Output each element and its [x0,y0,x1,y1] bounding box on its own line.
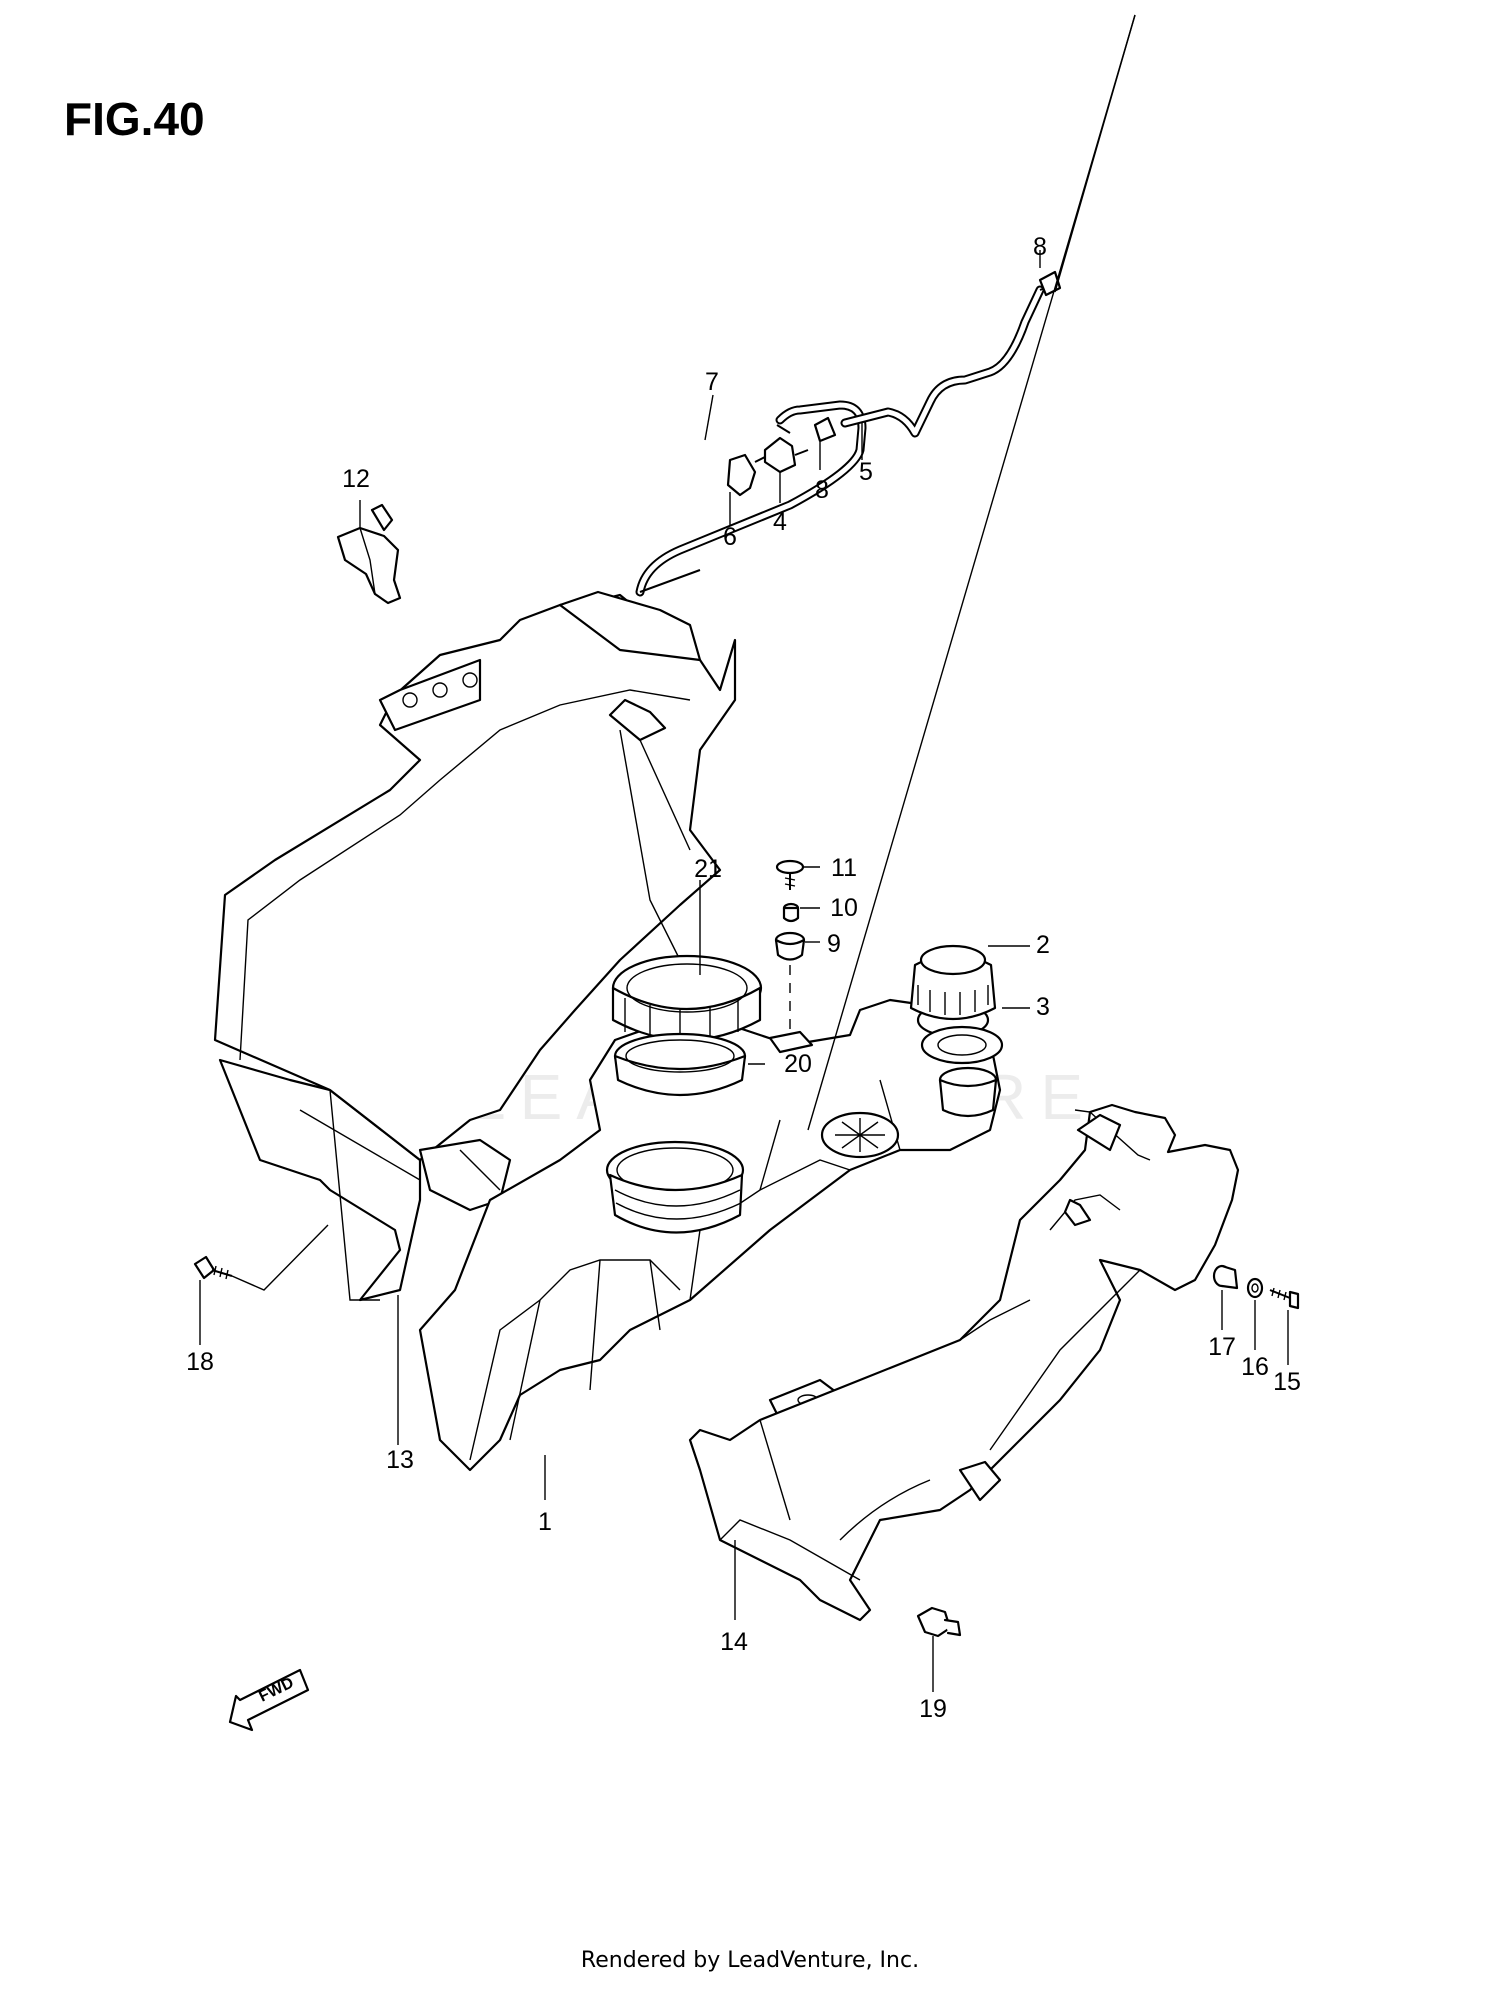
ring-nut[interactable] [611,954,763,1046]
callout-1: 1 [538,1508,552,1536]
cap-gasket[interactable] [920,1025,1004,1065]
right-side-cover[interactable] [688,1103,1240,1622]
clamp-12[interactable] [336,503,402,605]
clip-19[interactable] [916,1606,962,1638]
callout-8-mid: 8 [815,476,829,504]
grommet-9[interactable] [774,931,806,961]
figure-title: FIG.40 [64,93,205,145]
left-side-cover[interactable] [213,590,737,1302]
valve[interactable] [754,436,809,474]
callout-21: 21 [694,855,722,883]
callout-7: 7 [705,368,719,396]
collar-17[interactable] [1212,1264,1239,1290]
fwd-arrow: FWD [228,1668,310,1732]
screw-11[interactable] [775,859,805,890]
callout-16: 16 [1241,1353,1269,1381]
mount-bracket [768,1030,814,1054]
callout-15: 15 [1273,1368,1301,1396]
callout-10: 10 [830,894,858,922]
collar-10[interactable] [782,902,800,923]
callout-20: 20 [784,1050,812,1078]
callout-5: 5 [859,458,873,486]
callout-18: 18 [186,1348,214,1376]
fuel-cap[interactable] [909,944,997,1038]
callout-9: 9 [827,930,841,958]
callout-12: 12 [342,465,370,493]
bolt-18[interactable] [193,1255,233,1280]
callout-4: 4 [773,508,787,536]
clamp[interactable] [726,453,757,497]
bolt-15[interactable] [1269,1287,1300,1310]
fuel-tank[interactable] [418,998,1002,1472]
callout-17: 17 [1208,1333,1236,1361]
seal-ring[interactable] [613,1032,747,1097]
callout-19: 19 [919,1695,947,1723]
footer-credit: Rendered by LeadVenture, Inc. [580,1948,920,1973]
washer-16[interactable] [1246,1277,1264,1299]
vent-hose-assembly[interactable] [635,270,1062,597]
leader-lines [199,14,1289,1692]
callout-8-top: 8 [1033,233,1047,261]
callout-14: 14 [720,1628,748,1656]
callout-13: 13 [386,1446,414,1474]
callout-3: 3 [1036,993,1050,1021]
callout-labels: 1 2 3 4 5 6 7 8 8 9 10 11 12 13 14 15 16… [186,233,1301,1723]
callout-6: 6 [723,523,737,551]
callout-11: 11 [831,854,857,882]
callout-2: 2 [1036,931,1050,959]
